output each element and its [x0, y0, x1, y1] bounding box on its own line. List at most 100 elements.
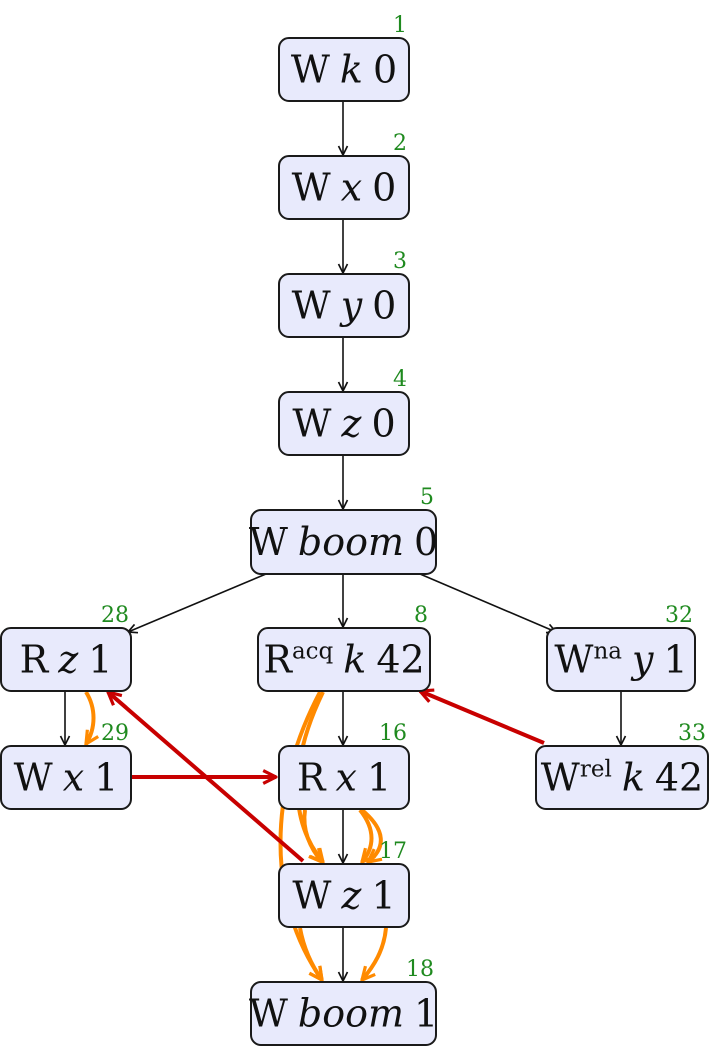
event-op: R: [20, 638, 50, 682]
event-value: 0: [372, 284, 396, 328]
po-edge-5-32: [419, 573, 556, 632]
event-value: 1: [88, 638, 112, 682]
event-id-label: 28: [101, 603, 129, 628]
event-node-box: [257, 627, 431, 692]
event-id-label: 18: [406, 957, 434, 982]
event-value: 1: [94, 756, 118, 800]
orange-edge-16-17-left: [302, 809, 322, 862]
event-location: k: [340, 48, 363, 92]
orange-edge-17-18-left: [298, 927, 322, 980]
event-id-label: 29: [101, 721, 129, 746]
event-id-label: 17: [379, 839, 407, 864]
event-node-box: [278, 745, 410, 810]
event-op: W: [249, 992, 288, 1036]
event-location: z: [57, 638, 79, 682]
event-location: boom: [298, 520, 404, 564]
orange-edge-16-17-inner: [358, 808, 372, 862]
event-op: W: [292, 874, 331, 918]
event-value: 1: [371, 874, 395, 918]
event-id-label: 4: [393, 367, 407, 392]
event-id-label: 1: [393, 13, 407, 38]
event-access-mode: na: [593, 639, 622, 665]
event-location: k: [622, 756, 645, 800]
event-node-box: [546, 627, 696, 692]
event-location: y: [339, 284, 363, 328]
event-op: W: [292, 284, 331, 328]
po-edge-5-28: [128, 573, 267, 632]
event-location: z: [340, 874, 362, 918]
event-id-label: 16: [379, 721, 407, 746]
event-value: 1: [414, 992, 438, 1036]
event-location: k: [343, 638, 366, 682]
event-value: 0: [371, 402, 395, 446]
event-value: 42: [376, 638, 424, 682]
event-node-box: [278, 863, 410, 928]
event-value: 42: [655, 756, 703, 800]
event-node-box: [278, 37, 410, 102]
event-location: boom: [298, 992, 404, 1036]
event-location: x: [63, 756, 84, 800]
event-op: W: [292, 166, 331, 210]
event-id-label: 33: [678, 721, 706, 746]
event-id-label: 8: [414, 603, 428, 628]
event-op: W: [249, 520, 288, 564]
orange-edges: [86, 690, 388, 980]
event-node-box: [278, 391, 410, 456]
event-op: W: [541, 756, 580, 800]
event-node-box: [250, 509, 437, 575]
event-location: x: [341, 166, 362, 210]
event-id-label: 2: [393, 131, 407, 156]
event-op: R: [263, 638, 293, 682]
orange-edge-28-29: [86, 690, 94, 744]
event-id-label: 5: [420, 485, 434, 510]
event-access-mode: acq: [292, 639, 334, 665]
event-location: z: [340, 402, 362, 446]
event-node-box: [278, 155, 410, 220]
event-op: W: [291, 48, 330, 92]
event-op: W: [292, 402, 331, 446]
event-access-mode: rel: [580, 757, 612, 783]
event-location: y: [630, 638, 654, 682]
event-node-box: [535, 745, 709, 810]
event-node-box: [0, 627, 132, 692]
event-op: R: [297, 756, 327, 800]
event-node-box: [278, 273, 410, 338]
po-edges: [65, 101, 621, 981]
event-value: 1: [663, 638, 687, 682]
event-value: 0: [372, 166, 396, 210]
red-edge-33-8: [420, 691, 545, 745]
event-op: W: [14, 756, 53, 800]
red-edge-17-28: [108, 692, 305, 863]
red-edges: [108, 691, 545, 863]
event-id-label: 32: [665, 603, 693, 628]
event-op: W: [554, 638, 593, 682]
event-value: 1: [367, 756, 391, 800]
event-id-label: 3: [393, 249, 407, 274]
